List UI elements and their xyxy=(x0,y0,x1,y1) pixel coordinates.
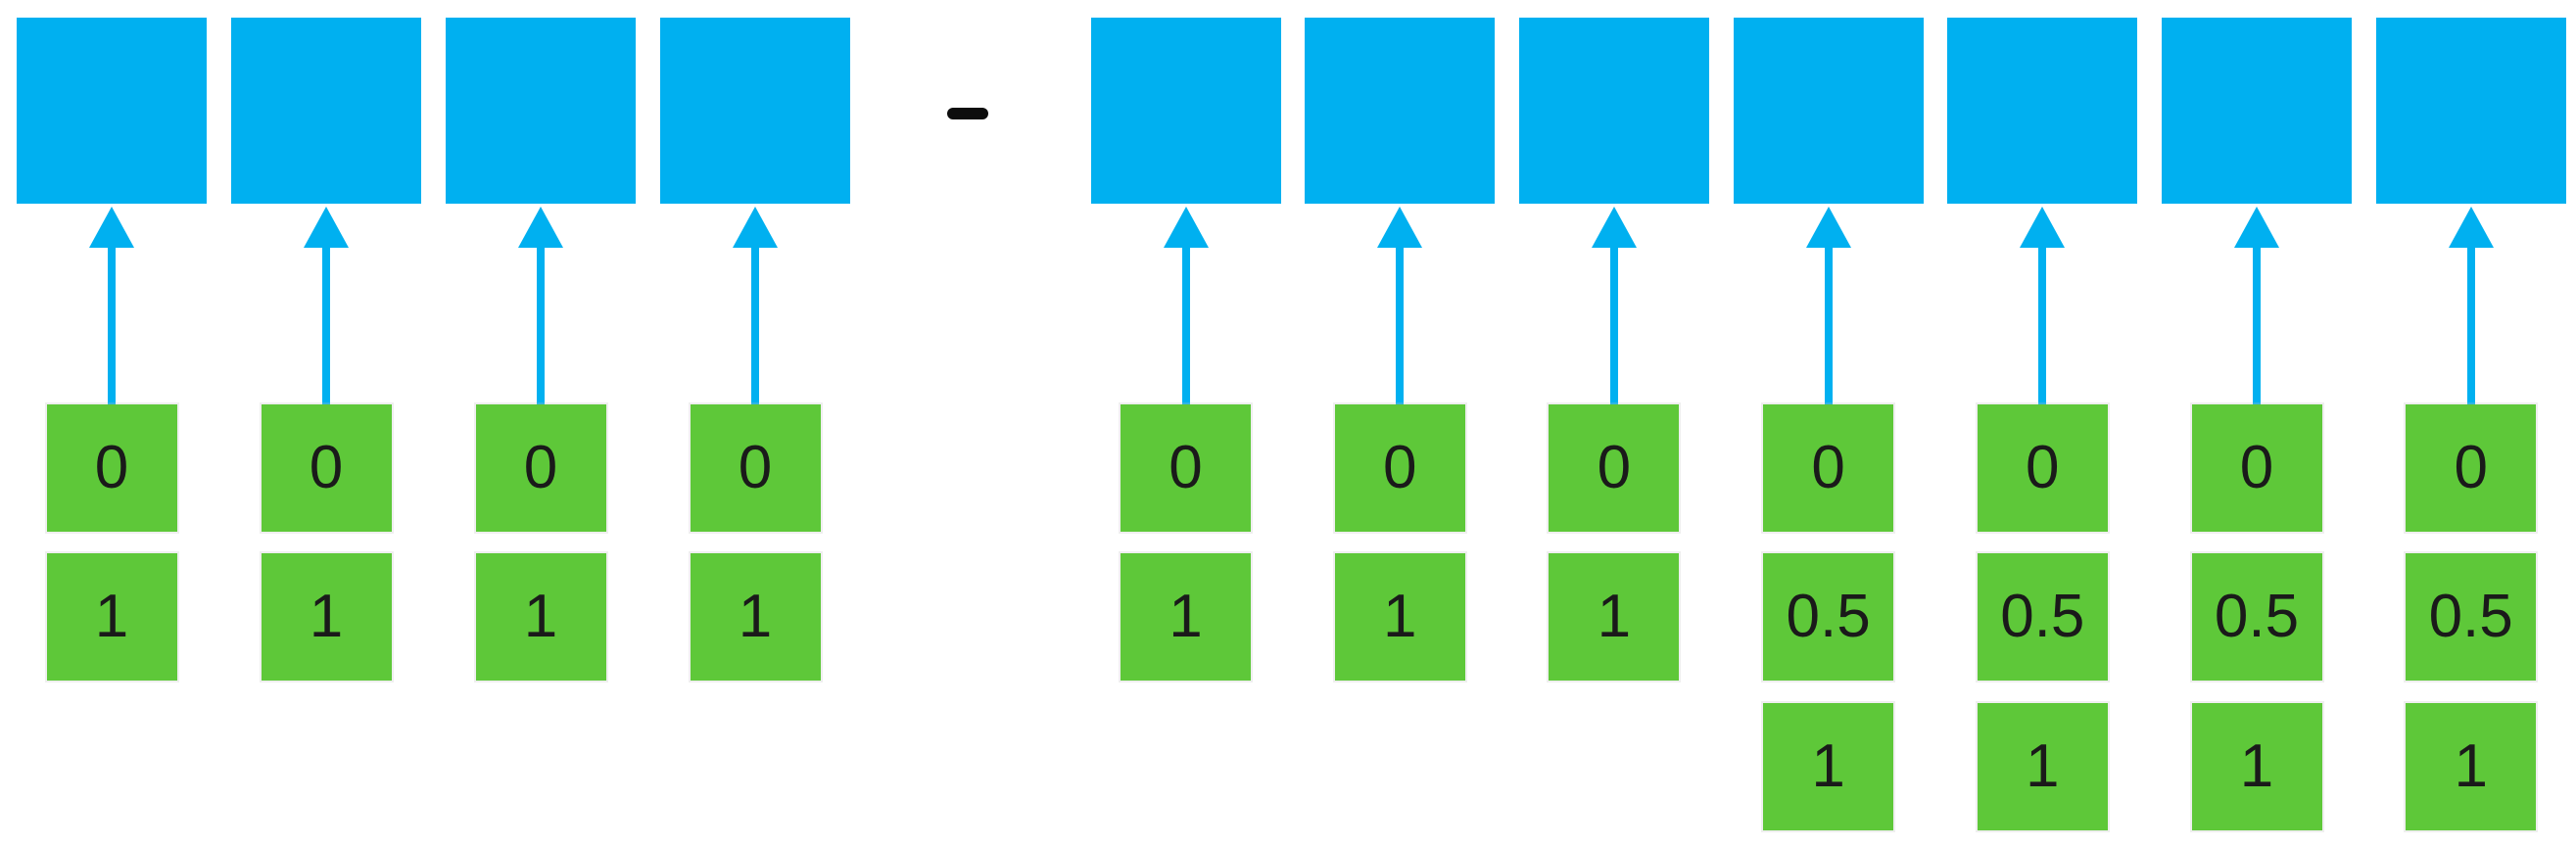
weight-cell: 0 xyxy=(1975,402,2110,534)
weight-cell: 0 xyxy=(1547,402,1682,534)
output-box xyxy=(446,18,636,204)
output-box xyxy=(1305,18,1496,204)
up-arrow-shaft xyxy=(751,248,759,408)
output-box xyxy=(2375,18,2566,204)
up-arrow-icon xyxy=(1377,207,1423,248)
up-arrow-shaft xyxy=(1609,248,1618,408)
weight-cell: 0 xyxy=(259,402,394,534)
weight-cell: 1 xyxy=(259,551,394,683)
weight-cell: 0 xyxy=(1119,402,1253,534)
weight-cell: 0 xyxy=(2189,402,2324,534)
up-arrow-icon xyxy=(89,207,134,248)
weight-cell: 1 xyxy=(1547,551,1682,683)
weight-cell: 1 xyxy=(2404,701,2539,832)
up-arrow-shaft xyxy=(1824,248,1833,408)
up-arrow-icon xyxy=(2020,207,2066,248)
up-arrow-icon xyxy=(1163,207,1209,248)
minus-icon xyxy=(947,108,988,119)
weight-cell: 0 xyxy=(2404,402,2539,534)
output-box xyxy=(17,18,207,204)
weight-cell: 0 xyxy=(44,402,179,534)
weight-cell: 1 xyxy=(1761,701,1896,832)
weight-cell: 0.5 xyxy=(2404,551,2539,683)
up-arrow-shaft xyxy=(1396,248,1405,408)
weight-cell: 0 xyxy=(1332,402,1467,534)
weight-cell: 0 xyxy=(688,402,823,534)
up-arrow-shaft xyxy=(2038,248,2047,408)
output-box xyxy=(1090,18,1281,204)
up-arrow-shaft xyxy=(537,248,545,408)
weight-cell: 1 xyxy=(473,551,608,683)
weight-cell: 1 xyxy=(2189,701,2324,832)
weight-cell: 1 xyxy=(688,551,823,683)
weight-cell: 0.5 xyxy=(2189,551,2324,683)
up-arrow-shaft xyxy=(108,248,116,408)
up-arrow-icon xyxy=(733,207,778,248)
output-box xyxy=(231,18,421,204)
weight-cell: 1 xyxy=(1332,551,1467,683)
up-arrow-icon xyxy=(304,207,349,248)
up-arrow-icon xyxy=(1805,207,1851,248)
up-arrow-shaft xyxy=(1181,248,1190,408)
up-arrow-shaft xyxy=(2466,248,2475,408)
weight-cell: 0 xyxy=(473,402,608,534)
output-box xyxy=(660,18,850,204)
output-box xyxy=(2162,18,2352,204)
up-arrow-icon xyxy=(1591,207,1637,248)
weight-cell: 1 xyxy=(1119,551,1253,683)
up-arrow-shaft xyxy=(2253,248,2261,408)
weight-cell: 1 xyxy=(44,551,179,683)
weight-cell: 0.5 xyxy=(1975,551,2110,683)
up-arrow-icon xyxy=(2234,207,2279,248)
weight-cell: 0.5 xyxy=(1761,551,1896,683)
up-arrow-shaft xyxy=(322,248,330,408)
output-box xyxy=(1733,18,1924,204)
output-box xyxy=(1518,18,1709,204)
weight-cell: 1 xyxy=(1975,701,2110,832)
output-box xyxy=(1947,18,2138,204)
up-arrow-icon xyxy=(2448,207,2494,248)
weight-cell: 0 xyxy=(1761,402,1896,534)
up-arrow-icon xyxy=(518,207,563,248)
